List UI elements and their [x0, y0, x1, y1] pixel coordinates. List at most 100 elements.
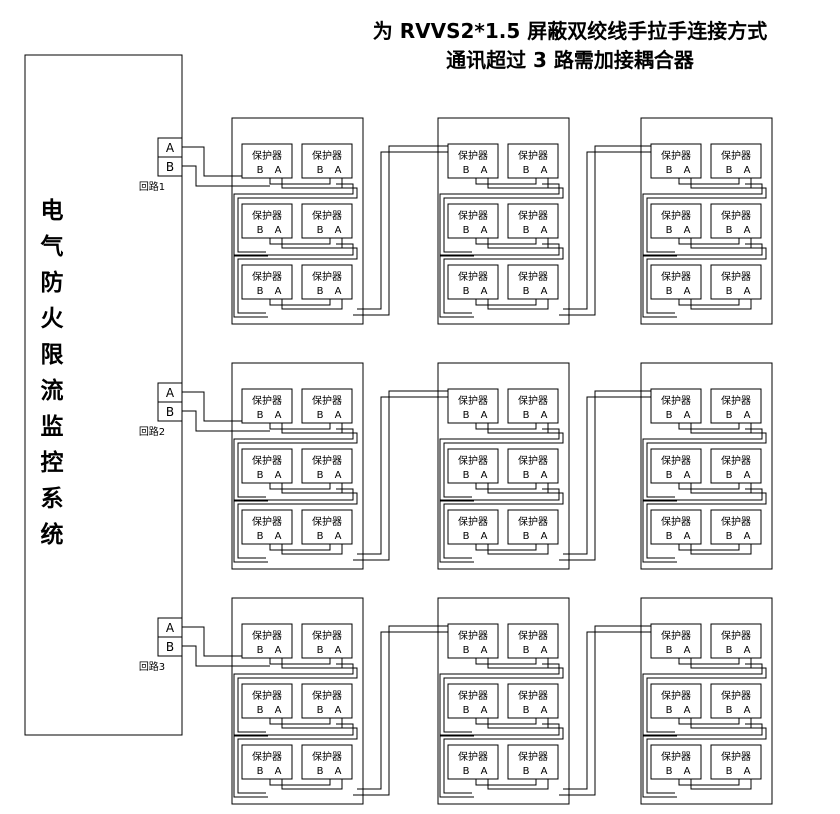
- group-link-b: [559, 625, 679, 796]
- row-link-b: [678, 299, 740, 306]
- protector-group-frame: [437, 597, 570, 805]
- protector-box-outline: [507, 509, 559, 545]
- protector-pin-b: B: [726, 766, 733, 777]
- row-link-b: [475, 178, 537, 185]
- row-link-a: [487, 544, 549, 555]
- protector-pin-a: A: [684, 225, 691, 236]
- protector-box-outline: [650, 388, 702, 424]
- system-label-char: 流: [41, 377, 64, 404]
- protector-box-outline: [301, 143, 353, 179]
- protector-pin-a: A: [481, 645, 488, 656]
- protector-pin-a: A: [481, 470, 488, 481]
- protector-box-outline: [447, 744, 499, 780]
- protector-label: 保护器: [252, 750, 282, 763]
- row-link-a: [487, 423, 549, 434]
- protector-pin-a: A: [684, 645, 691, 656]
- protector-pin-b: B: [317, 470, 324, 481]
- bus-wire-a: [182, 626, 258, 657]
- protector-box-outline: [447, 509, 499, 545]
- protector-pin-b: B: [317, 286, 324, 297]
- row-drop-b: [233, 723, 354, 798]
- row-link-b: [678, 718, 740, 725]
- row-link-b: [475, 299, 537, 306]
- protector-pin-a: A: [275, 470, 282, 481]
- protector-pin-b: B: [726, 705, 733, 716]
- protector-pin-a: A: [335, 531, 342, 542]
- protector-label: 保护器: [312, 149, 342, 162]
- system-label-char: 限: [41, 342, 64, 368]
- row-drop-b: [642, 663, 763, 737]
- row-drop-b: [642, 428, 763, 502]
- protector-pin-b: B: [726, 286, 733, 297]
- protector-label: 保护器: [518, 689, 548, 702]
- protector-pin-a: A: [275, 645, 282, 656]
- protector-group-frame: [437, 362, 570, 570]
- protector-pin-b: B: [317, 645, 324, 656]
- protector-box-outline: [710, 509, 762, 545]
- row-link-b: [678, 779, 740, 786]
- protector-pin-a: A: [481, 531, 488, 542]
- protector-box-outline: [650, 143, 702, 179]
- protector-pin-a: A: [541, 645, 548, 656]
- terminal-label-a: A: [166, 141, 175, 155]
- protector-label: 保护器: [661, 629, 691, 642]
- row-link-b: [678, 544, 740, 551]
- protector-group-frame: [640, 597, 773, 805]
- protector-label: 保护器: [252, 629, 282, 642]
- row-link-b: [269, 423, 331, 430]
- protector-pin-b: B: [317, 225, 324, 236]
- protector-pin-a: A: [541, 165, 548, 176]
- protector-label: 保护器: [312, 689, 342, 702]
- row-drop-b: [233, 488, 354, 563]
- row-drop-a: [646, 247, 767, 314]
- protector-pin-a: A: [541, 286, 548, 297]
- row-link-b: [678, 483, 740, 490]
- protector-label: 保护器: [721, 515, 751, 528]
- protector-pin-a: A: [684, 531, 691, 542]
- row-link-b: [475, 238, 537, 245]
- protector-label: 保护器: [518, 629, 548, 642]
- loop-label: 回路2: [139, 425, 165, 438]
- row-drop-a: [443, 432, 564, 498]
- row-drop-b: [439, 663, 560, 737]
- protector-label: 保护器: [458, 689, 488, 702]
- protector-pin-b: B: [523, 165, 530, 176]
- protector-label: 保护器: [312, 750, 342, 763]
- protector-pin-b: B: [317, 410, 324, 421]
- protector-box-outline: [507, 264, 559, 300]
- protector-pin-a: A: [335, 225, 342, 236]
- group-link-a: [357, 396, 464, 555]
- row-link-a: [281, 779, 343, 790]
- protector-box-outline: [650, 744, 702, 780]
- protector-box-outline: [301, 509, 353, 545]
- protector-label: 保护器: [252, 270, 282, 283]
- row-link-b: [678, 423, 740, 430]
- row-link-b: [269, 299, 331, 306]
- protector-pin-b: B: [726, 165, 733, 176]
- protector-box-outline: [447, 448, 499, 484]
- protector-pin-a: A: [275, 410, 282, 421]
- row-drop-b: [439, 488, 560, 563]
- protector-box-outline: [447, 264, 499, 300]
- protector-box-outline: [241, 744, 293, 780]
- protector-pin-a: A: [744, 225, 751, 236]
- protector-pin-a: A: [744, 165, 751, 176]
- protector-group-frame: [231, 597, 364, 805]
- protector-box-outline: [301, 683, 353, 719]
- terminal-label-b: B: [166, 640, 174, 654]
- row-link-a: [281, 658, 343, 669]
- protector-label: 保护器: [661, 750, 691, 763]
- bus-wire-a: [182, 146, 258, 177]
- protector-label: 保护器: [458, 454, 488, 467]
- protector-label: 保护器: [721, 750, 751, 763]
- protector-box-outline: [241, 203, 293, 239]
- protector-box-outline: [710, 264, 762, 300]
